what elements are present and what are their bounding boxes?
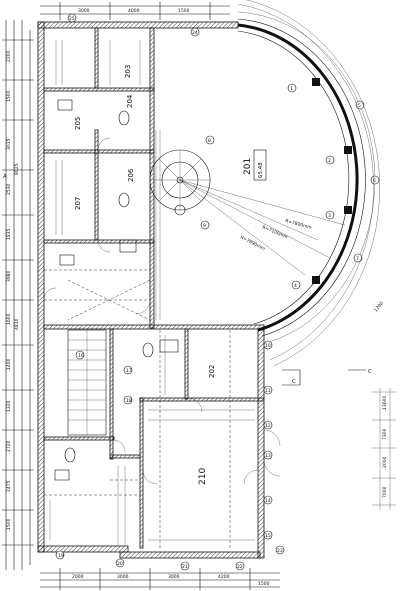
sanitary-fixtures [54,99,186,481]
radius-label-3: R=7800mm [284,218,312,231]
left-dim-12: 2720 [6,440,12,452]
room-207-number: 207 [74,197,82,210]
left-dim-8: 1600 [6,313,12,325]
grid-marker-11: 11 [265,388,271,394]
top-dim-2: 4000 [128,8,140,14]
misc-label-3: 2000 [382,456,388,468]
bottom-dim-3: 3000 [168,574,180,580]
room-203-number: 203 [124,65,132,78]
section-marks: C C [282,369,372,386]
left-dim-4: 2530 [6,183,12,195]
grid-marker-1: 1 [290,86,293,92]
bottom-dimension-chains: 2000 3000 3000 4200 1500 [40,568,280,590]
left-dim-11: 1320 [6,400,12,412]
dashed-reference-lines [44,269,231,550]
grid-marker-14: 14 [265,498,271,504]
grid-marker-21: 21 [182,564,188,570]
grid-marker-9: 9 [203,223,206,229]
left-dim-7: 3980 [6,270,12,282]
bottom-dim-2: 3000 [117,574,129,580]
grid-marker-25: 25 [69,16,75,22]
room-202-number: 202 [208,365,216,378]
grid-markers: 1 2 3 4 5 6 7 8 9 10 11 12 13 14 15 16 1… [55,13,380,571]
misc-label-2: 7300 [382,428,388,440]
grid-marker-6: 6 [373,178,376,184]
left-dim-9: 4810 [14,318,20,330]
room-labels: 201 65.48 202 203 204 205 206 207 210 [74,65,267,485]
left-dim-2: 1500 [6,90,12,102]
grid-marker-18: 18 [126,398,132,404]
bottom-dim-5: 1500 [258,581,270,587]
interior-dimension-ticks [49,40,255,545]
grid-marker-10: 10 [265,343,271,349]
grid-marker-20: 20 [117,561,123,567]
misc-label-5: 1200 [373,301,385,314]
grid-marker-17: 17 [126,368,132,374]
grid-marker-7: 7 [356,256,359,262]
room-201-number: 201 [243,158,253,175]
grid-marker-22: 22 [237,564,243,570]
bottom-dim-4: 4200 [218,574,230,580]
left-dim-1: 2200 [6,50,12,62]
left-dim-6: 8025 [14,163,20,175]
misc-label-1: 13600 [382,396,388,410]
room-204-number: 204 [126,94,134,108]
radius-label-1: R=7690mm [239,234,266,252]
top-dim-1: 3000 [78,8,90,14]
grid-marker-4: 4 [294,283,297,289]
staircase [67,149,211,436]
radius-label-2: R=7100mm [261,224,288,240]
grid-marker-16: 16 [78,353,84,359]
section-mark-2: C [368,369,372,375]
left-dim-13: 2475 [6,480,12,492]
room-201-area: 65.48 [258,162,264,178]
door-swings [43,137,281,485]
top-dim-3: 1500 [178,8,190,14]
rotunda-columns [312,78,352,284]
room-206-number: 206 [127,168,135,182]
axis-label-a: A [3,174,7,180]
bottom-dim-1: 2000 [72,574,84,580]
left-dim-14: 1500 [6,518,12,530]
rotunda-outer-dimensions: 13600 7300 2000 7000 1200 [237,0,396,510]
room-205-number: 205 [74,117,82,130]
left-dim-3: 3015 [6,138,12,150]
grid-marker-3: 3 [328,213,331,219]
grid-marker-12: 12 [265,423,271,429]
grid-marker-5: 5 [358,103,361,109]
grid-marker-13: 13 [265,453,271,459]
misc-label-4: 7000 [382,486,388,498]
left-dim-10: 1400 [6,358,12,370]
room-210-number: 210 [198,468,208,485]
grid-marker-23: 23 [277,548,283,554]
grid-marker-24: 24 [192,30,198,36]
outer-walls [37,11,376,559]
interior-walls [43,27,265,549]
grid-marker-15: 15 [265,533,271,539]
section-mark-1: C [292,379,296,385]
grid-marker-2: 2 [328,158,331,164]
grid-marker-19: 19 [58,553,64,559]
left-dimension-chains: 2200 1500 3015 2530 1835 8025 3980 1600 … [2,20,34,570]
left-dim-5: 1835 [6,228,12,240]
grid-marker-8: 8 [208,138,211,144]
